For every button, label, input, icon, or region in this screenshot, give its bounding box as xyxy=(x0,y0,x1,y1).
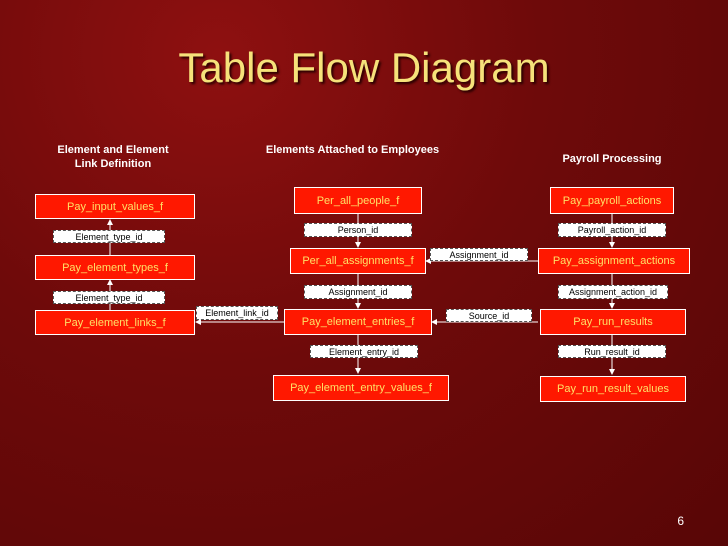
table-pay-element-types-f[interactable]: Pay_element_types_f xyxy=(35,255,195,280)
key-element-type-id-1: Element_type_id xyxy=(53,230,165,243)
table-per-all-people-f[interactable]: Per_all_people_f xyxy=(294,187,422,214)
key-person-id: Person_id xyxy=(304,223,412,237)
key-assignment-id-2: Assignment_id xyxy=(430,248,528,261)
table-pay-assignment-actions[interactable]: Pay_assignment_actions xyxy=(538,248,690,274)
key-element-link-id: Element_link_id xyxy=(196,306,278,320)
key-payroll-action-id: Payroll_action_id xyxy=(558,223,666,237)
heading-payroll: Payroll Processing xyxy=(562,153,662,165)
heading-employees: Elements Attached to Employees xyxy=(265,144,440,156)
table-pay-run-result-values[interactable]: Pay_run_result_values xyxy=(540,376,686,402)
table-pay-payroll-actions[interactable]: Pay_payroll_actions xyxy=(550,187,674,214)
key-assignment-action-id: Assignment_action_id xyxy=(558,285,668,299)
slide-title: Table Flow Diagram xyxy=(178,44,550,91)
key-element-type-id-2: Element_type_id xyxy=(53,291,165,304)
heading-element-definition: Element and Element Link Definition xyxy=(57,144,169,170)
key-assignment-id-1: Assignment_id xyxy=(304,285,412,299)
table-per-all-assignments-f[interactable]: Per_all_assignments_f xyxy=(290,248,426,274)
key-element-entry-id: Element_entry_id xyxy=(310,345,418,358)
page-number: 6 xyxy=(677,514,684,528)
key-run-result-id: Run_result_id xyxy=(558,345,666,358)
table-pay-input-values-f[interactable]: Pay_input_values_f xyxy=(35,194,195,219)
table-pay-element-entries-f[interactable]: Pay_element_entries_f xyxy=(284,309,432,335)
table-pay-run-results[interactable]: Pay_run_results xyxy=(540,309,686,335)
table-pay-element-links-f[interactable]: Pay_element_links_f xyxy=(35,310,195,335)
table-pay-element-entry-values-f[interactable]: Pay_element_entry_values_f xyxy=(273,375,449,401)
key-source-id: Source_id xyxy=(446,309,532,322)
